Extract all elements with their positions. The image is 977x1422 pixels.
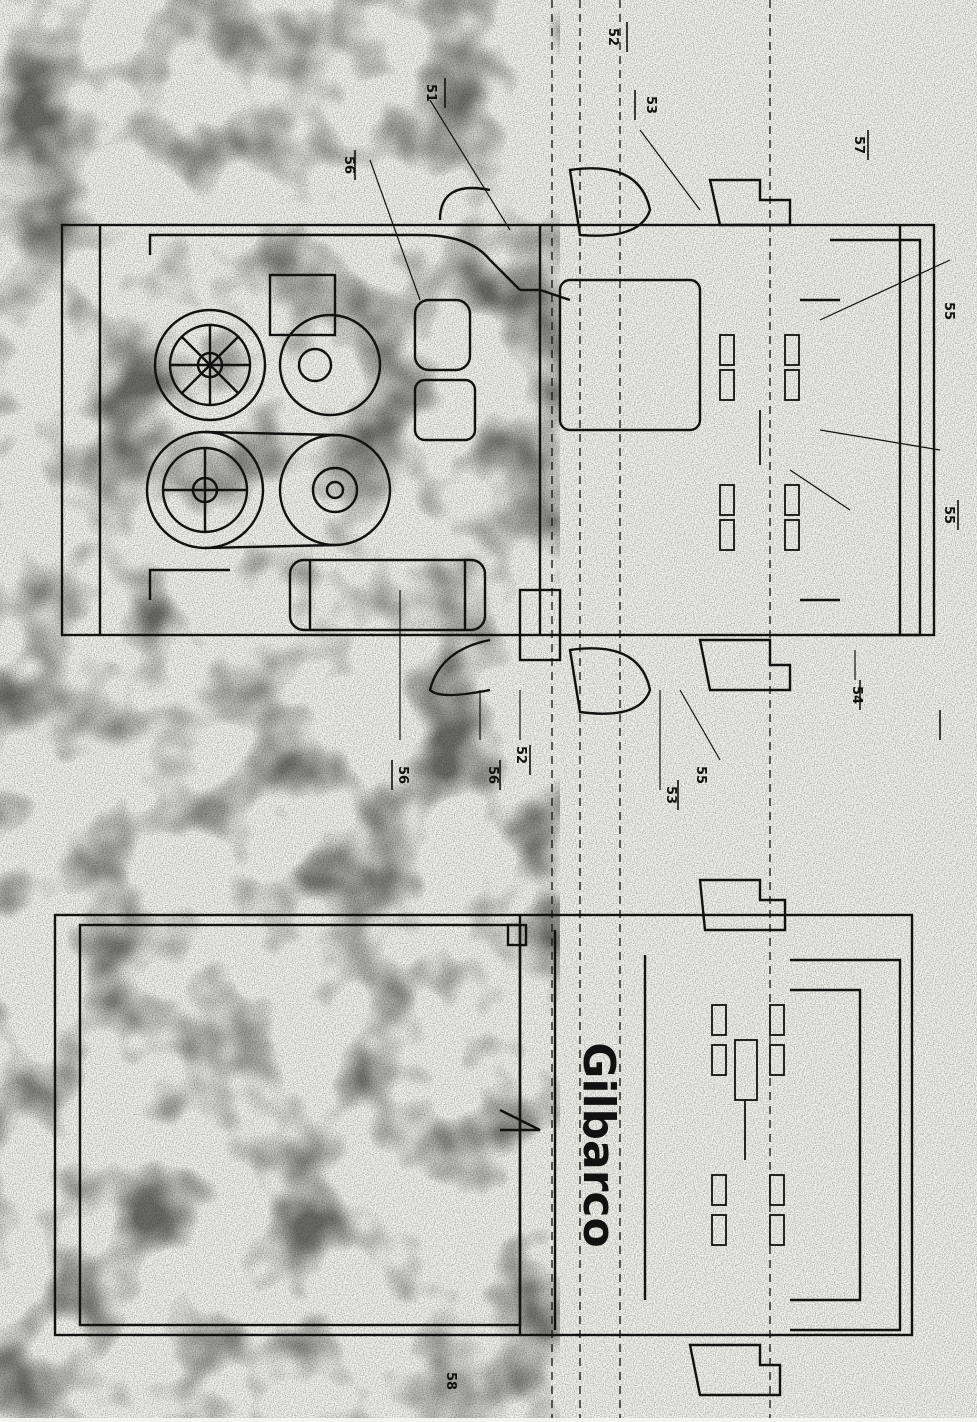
label-56-top: 56: [341, 155, 356, 175]
nozzle-bottom: [698, 638, 792, 692]
pump-cutaway-view: [60, 0, 951, 1418]
label-55-a: 55: [941, 301, 956, 321]
motor-pulley-upper: [153, 308, 267, 422]
label-55-c: 55: [693, 765, 708, 785]
label-58: 58: [443, 1371, 458, 1391]
nozzle-bottom-exterior: [688, 1343, 782, 1397]
label-underlines: [354, 22, 959, 810]
cabinet-frame-top: [60, 223, 936, 637]
cabinet-frame-bottom: [53, 913, 914, 1337]
filter-tank: [288, 558, 487, 632]
motor-pulley-lower: [145, 430, 265, 550]
sump-trough-bottom: [790, 958, 902, 1332]
label-52-top: 52: [605, 27, 620, 47]
pipework: [148, 186, 571, 697]
label-53-top: 53: [643, 95, 658, 115]
pump-pulley: [204, 430, 392, 550]
display-panel-bottom: [711, 1004, 785, 1246]
label-53-bottom: 53: [663, 785, 678, 805]
label-52-bottom: 52: [513, 745, 528, 765]
meter-assembly: [518, 167, 702, 715]
nozzle-top-exterior: [698, 878, 787, 932]
label-56-bottom: 56: [395, 765, 410, 785]
gilbarco-logo: Gilbarco: [573, 1042, 624, 1248]
sump-trough-top: [800, 238, 922, 637]
pump-housing: [268, 273, 477, 442]
nozzle-top: [708, 178, 792, 227]
label-56-bottom-2: 56: [485, 765, 500, 785]
label-54: 54: [849, 685, 864, 705]
label-55-b: 55: [941, 505, 956, 525]
display-panel-top: [719, 334, 800, 551]
pump-exterior-view: [53, 878, 914, 1397]
label-57: 57: [851, 135, 866, 155]
label-51: 51: [423, 83, 438, 103]
